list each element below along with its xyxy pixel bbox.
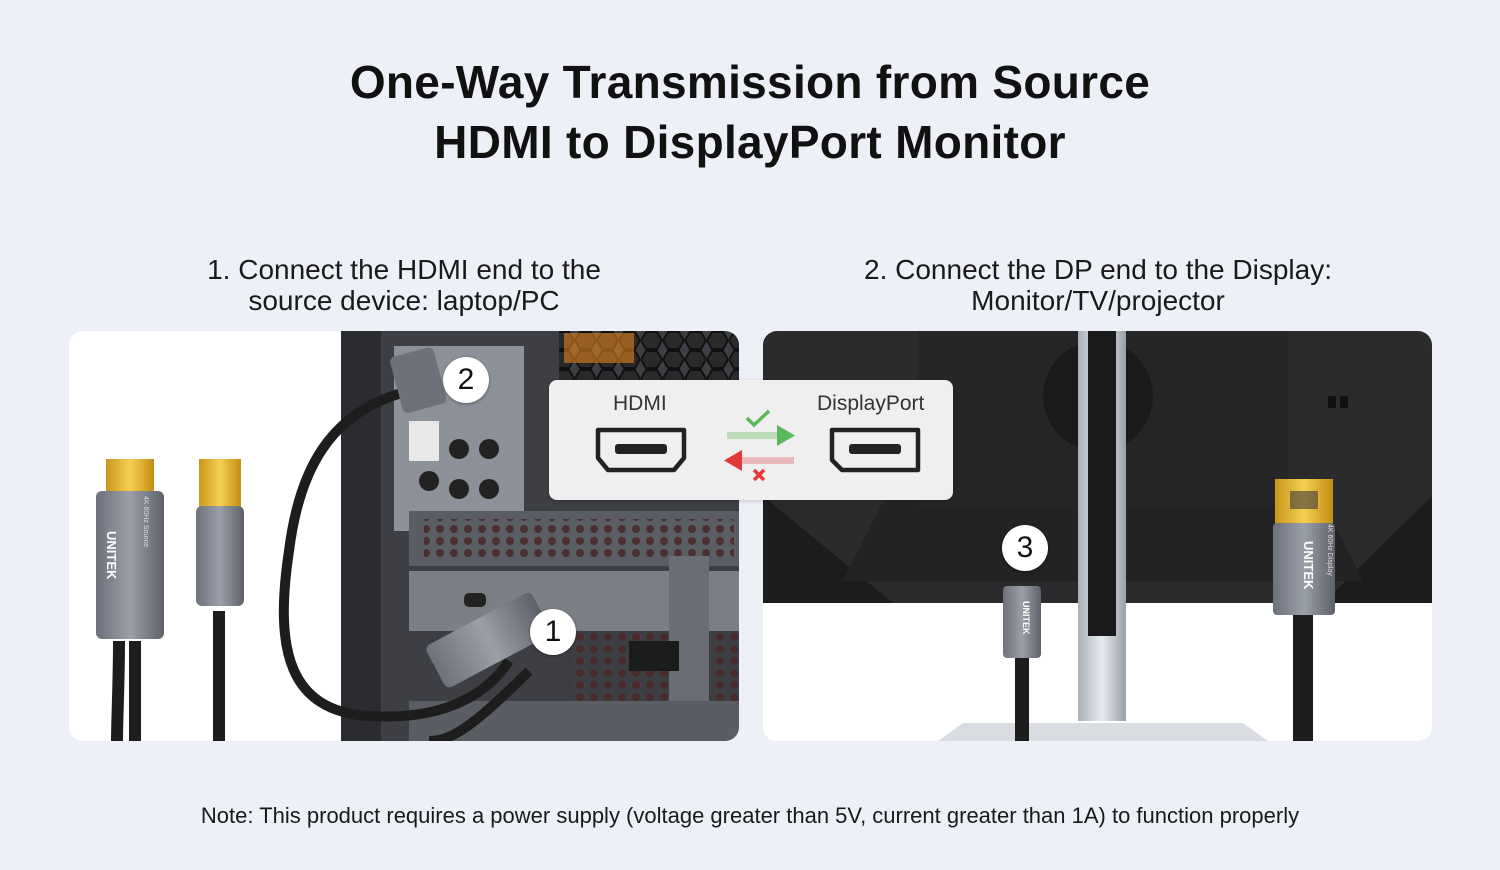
step-2-line-1: 2. Connect the DP end to the Display:: [864, 254, 1332, 285]
hdmi-port-icon: [595, 427, 687, 473]
displayport-label: DisplayPort: [817, 392, 925, 415]
step-2-line-2: Monitor/TV/projector: [971, 285, 1225, 316]
check-icon: [745, 409, 771, 428]
step-1-line-2: source device: laptop/PC: [248, 285, 560, 316]
step-badge-3: 3: [1002, 525, 1048, 571]
hdmi-spec-label: 4K 60Hz Source: [142, 496, 149, 547]
forward-arrow-icon: [727, 409, 795, 446]
step-1-line-1: 1. Connect the HDMI end to the: [207, 254, 601, 285]
cross-icon: [752, 468, 766, 482]
transmission-direction-callout: HDMI DisplayPort: [549, 380, 953, 500]
title-line-1: One-Way Transmission from Source: [349, 56, 1151, 108]
step-badge-1: 1: [530, 609, 576, 655]
displayport-port-icon: [829, 427, 921, 473]
step-badge-2: 2: [443, 357, 489, 403]
page-title: One-Way Transmission from Source HDMI to…: [0, 52, 1500, 172]
plugged-brand-label: UNITEK: [1021, 601, 1031, 635]
title-line-2: HDMI to DisplayPort Monitor: [434, 116, 1066, 168]
hdmi-brand-label: UNITEK: [104, 531, 119, 580]
dp-brand-label: UNITEK: [1301, 541, 1316, 590]
hdmi-label: HDMI: [613, 392, 667, 415]
dp-spec-label: 4K 60Hz Display: [1326, 524, 1333, 576]
step-1-caption: 1. Connect the HDMI end to the source de…: [68, 254, 740, 316]
power-supply-note: Note: This product requires a power supp…: [200, 803, 1300, 828]
callout-graphics: [595, 409, 921, 482]
step-2-caption: 2. Connect the DP end to the Display: Mo…: [763, 254, 1433, 316]
backward-arrow-icon: [724, 450, 794, 482]
